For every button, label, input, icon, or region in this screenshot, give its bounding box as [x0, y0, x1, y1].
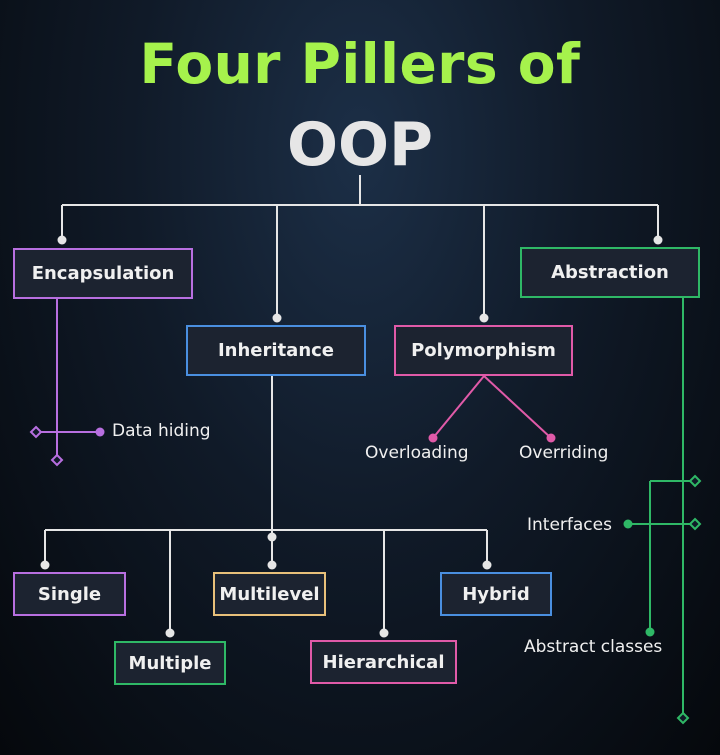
abstraction-item-abstract-classes: Abstract classes — [524, 637, 663, 657]
inheritance-type-multilevel: Multilevel — [213, 572, 326, 616]
inheritance-type-single: Single — [13, 572, 126, 616]
encapsulation-item-data-hiding: Data hiding — [112, 421, 211, 441]
inheritance-type-multiple: Multiple — [114, 641, 226, 685]
polymorphism-item-overloading: Overloading — [365, 443, 469, 463]
inheritance-type-hybrid: Hybrid — [440, 572, 552, 616]
polymorphism-item-overriding: Overriding — [519, 443, 609, 463]
inheritance-type-hierarchical: Hierarchical — [310, 640, 457, 684]
pillar-polymorphism: Polymorphism — [394, 325, 573, 376]
abstraction-item-interfaces: Interfaces — [527, 515, 612, 535]
pillar-inheritance: Inheritance — [186, 325, 366, 376]
pillar-encapsulation: Encapsulation — [13, 248, 193, 299]
pillar-abstraction: Abstraction — [520, 247, 700, 298]
title-line-1: Four Pillers of — [139, 32, 581, 96]
title-line-2: OOP — [287, 110, 433, 180]
